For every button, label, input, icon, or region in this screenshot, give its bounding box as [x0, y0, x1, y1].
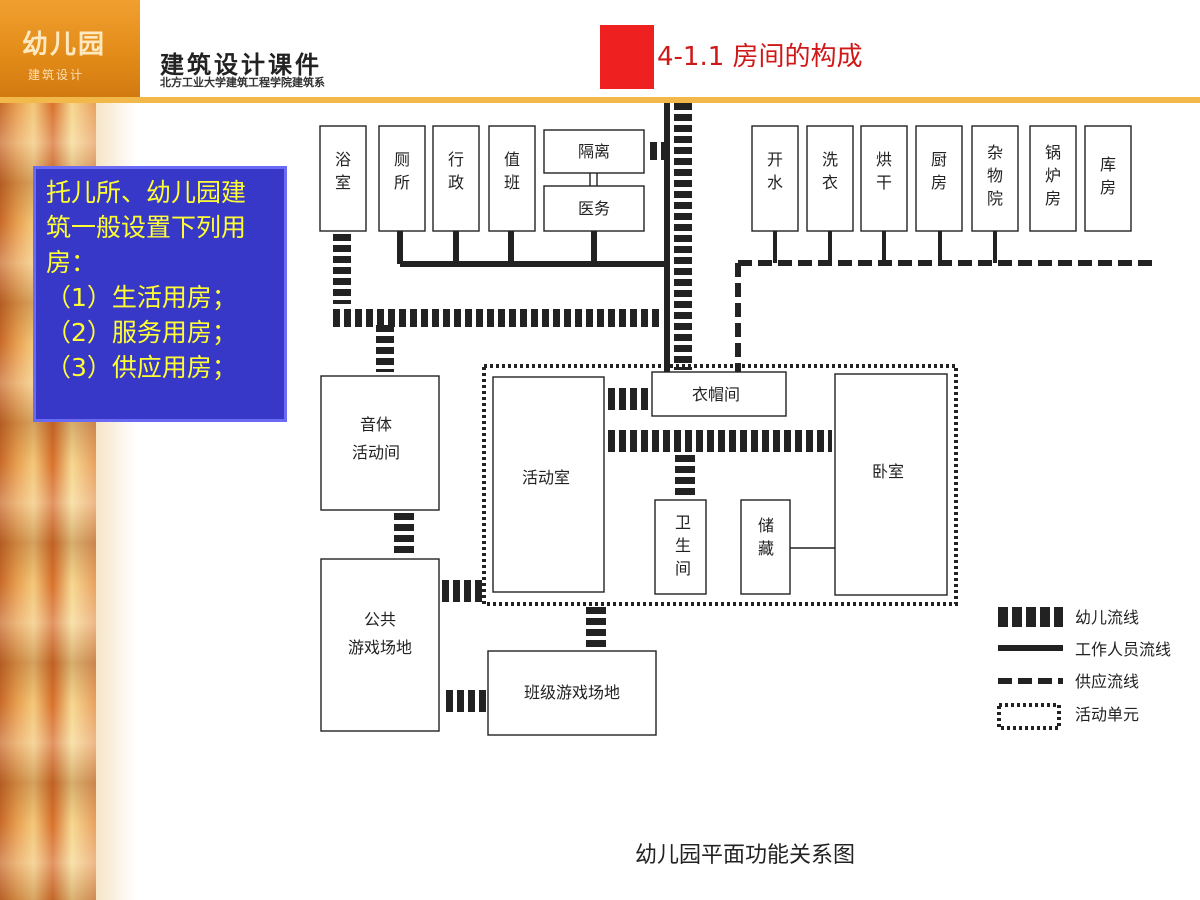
- label-geli: 隔离: [578, 142, 610, 161]
- legend-child-label: 幼儿流线: [1075, 608, 1139, 627]
- label-kufang: 库房: [1100, 155, 1116, 197]
- room-kufang: [1084, 125, 1132, 232]
- room-yimaojian: [651, 371, 787, 417]
- legend-unit-label: 活动单元: [1075, 705, 1139, 724]
- legend-staff-label: 工作人员流线: [1075, 640, 1171, 659]
- label-yiwu: 医务: [578, 199, 610, 218]
- label-zawuyuan: 杂物院: [987, 143, 1003, 208]
- label-banji: 班级游戏场地: [524, 683, 620, 702]
- label-cesuo: 厕所: [394, 150, 410, 192]
- label-guolufang: 锅炉房: [1045, 143, 1061, 208]
- textbox-line: 房：: [46, 248, 97, 277]
- legend: 幼儿流线 工作人员流线 供应流线 活动单元: [997, 607, 1171, 730]
- textbox-line: （1）生活用房；: [46, 283, 237, 312]
- label-yinti: 音体活动间: [352, 415, 400, 462]
- textbox-line: （2）服务用房；: [46, 318, 237, 347]
- textbox-line: 筑一般设置下列用: [46, 213, 247, 242]
- label-chufang: 厨房: [931, 150, 947, 192]
- textbox-line: （3）供应用房；: [46, 353, 237, 382]
- label-gonggong: 公共游戏场地: [348, 610, 412, 657]
- label-huodongshi: 活动室: [522, 468, 570, 487]
- title-marker: [600, 25, 654, 89]
- label-xingzheng: 行政: [448, 150, 464, 192]
- room-types-textbox: 托儿所、幼儿园建 筑一般设置下列用 房： （1）生活用房； （2）服务用房； （…: [33, 166, 287, 422]
- room-woshi: [834, 373, 948, 596]
- room-geli: [543, 129, 645, 174]
- room-yinti: [320, 375, 440, 511]
- logo-block: [0, 0, 140, 97]
- label-yushi: 浴室: [335, 150, 351, 192]
- room-banji: [487, 650, 657, 736]
- legend-unit-box: [997, 703, 1061, 730]
- logo-title: 幼儿园: [22, 30, 107, 60]
- room-weishengjian: [654, 499, 707, 595]
- course-title: 建筑设计课件: [160, 50, 322, 79]
- label-weishengjian: 卫生间: [675, 513, 691, 578]
- label-kaishui: 开水: [767, 150, 783, 192]
- header-divider: [0, 97, 1200, 103]
- room-yushi: [319, 125, 367, 232]
- room-guolufang: [1029, 125, 1077, 232]
- logo-subtitle: 建筑设计: [28, 68, 85, 82]
- label-yimaojian: 衣帽间: [692, 385, 740, 404]
- room-gonggong: [320, 558, 440, 732]
- textbox-line: 托儿所、幼儿园建: [46, 178, 247, 207]
- function-diagram: 浴室 厕所 行政 值班 隔离 医务 开水 洗衣 烘干 厨房 杂物院 锅炉房 库房…: [300, 103, 1180, 883]
- diagram-caption: 幼儿园平面功能关系图: [635, 843, 855, 868]
- legend-supply-label: 供应流线: [1075, 672, 1139, 691]
- label-xiyi: 洗衣: [822, 150, 838, 192]
- room-huodongshi: [492, 376, 605, 593]
- room-chucang: [740, 499, 791, 595]
- label-zhiban: 值班: [504, 150, 520, 192]
- activity-unit-outline: [482, 364, 958, 606]
- label-chucang: 储藏: [758, 516, 774, 558]
- label-woshi: 卧室: [872, 462, 904, 481]
- label-honggan: 烘干: [876, 150, 892, 192]
- course-subtitle: 北方工业大学建筑工程学院建筑系: [160, 76, 325, 89]
- slide-title: 4-1.1 房间的构成: [657, 42, 863, 72]
